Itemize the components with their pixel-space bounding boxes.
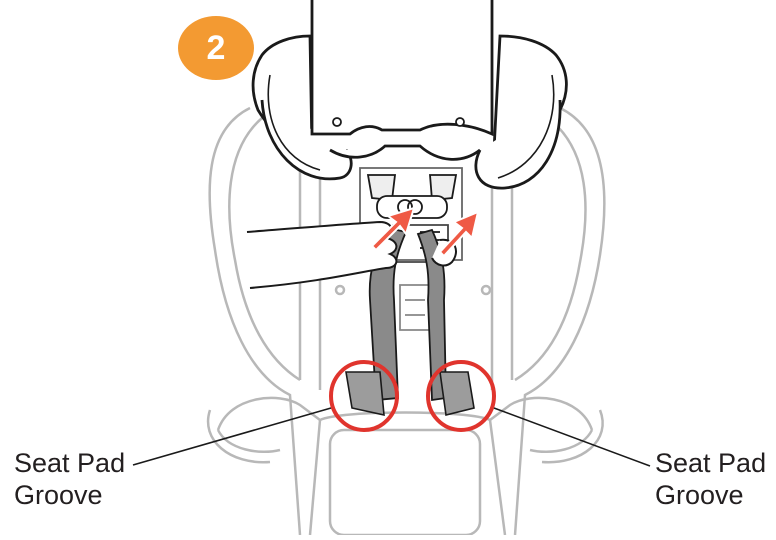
callout-right-line2: Groove xyxy=(655,479,766,511)
callout-right-line1: Seat Pad xyxy=(655,447,766,479)
callout-left-line1: Seat Pad xyxy=(14,447,125,479)
step-number: 2 xyxy=(207,29,226,68)
seat-shell xyxy=(208,108,604,535)
headrest xyxy=(253,0,566,188)
callout-left-line2: Groove xyxy=(14,479,125,511)
callout-right-label: Seat Pad Groove xyxy=(655,447,766,511)
step-badge: 2 xyxy=(178,16,254,80)
callout-left-label: Seat Pad Groove xyxy=(14,447,125,511)
